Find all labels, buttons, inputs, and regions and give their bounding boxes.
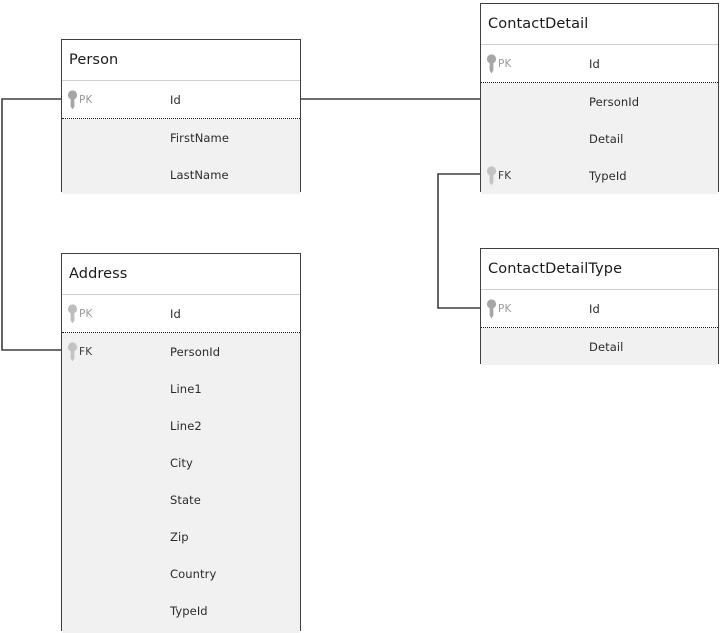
table-person[interactable]: Person PK Id FirstName: [61, 39, 301, 194]
field-row[interactable]: Line1: [62, 370, 300, 407]
key-icon-cell: FK: [62, 341, 109, 362]
field-row[interactable]: FirstName: [62, 119, 300, 156]
key-icon-cell: PK: [62, 89, 109, 110]
fields-section: Detail: [481, 328, 718, 365]
field-name: State: [170, 492, 201, 507]
table-title: Address: [62, 254, 300, 295]
key-icon: [67, 341, 78, 361]
key-icon-cell: PK: [62, 303, 109, 324]
field-name: TypeId: [170, 603, 208, 618]
key-icon-cell: PK: [481, 53, 528, 74]
field-name: Country: [170, 566, 217, 581]
field-name: Line1: [170, 381, 202, 396]
key-icon: [67, 89, 78, 109]
key-icon: [67, 303, 78, 323]
primary-key-section: PK Id: [481, 290, 718, 328]
primary-key-section: PK Id: [481, 45, 718, 83]
field-name: Id: [589, 56, 600, 71]
field-name: City: [170, 455, 193, 470]
field-name: Line2: [170, 418, 202, 433]
field-row[interactable]: FK TypeId: [481, 157, 718, 194]
key-icon-cell: FK: [481, 165, 528, 186]
key-icon: [486, 53, 497, 73]
field-name: PersonId: [170, 344, 221, 359]
field-row[interactable]: State: [62, 481, 300, 518]
key-icon: [486, 298, 497, 318]
relationship-person-to-address[interactable]: [1, 98, 61, 351]
table-address[interactable]: Address PK Id: [61, 253, 301, 633]
field-name: Id: [170, 92, 181, 107]
field-row[interactable]: PersonId: [481, 83, 718, 120]
field-row[interactable]: TypeId: [62, 592, 300, 629]
field-name: Detail: [589, 131, 624, 146]
key-tag: PK: [498, 57, 512, 70]
field-row[interactable]: FK PersonId: [62, 333, 300, 370]
field-row[interactable]: LastName: [62, 156, 300, 193]
fields-section: PersonId Detail FK TypeId: [481, 83, 718, 194]
field-name: Id: [589, 301, 600, 316]
field-row[interactable]: Zip: [62, 518, 300, 555]
field-name: Zip: [170, 529, 189, 544]
table-title: ContactDetail: [481, 4, 718, 45]
field-row[interactable]: Country: [62, 555, 300, 592]
table-title: ContactDetailType: [481, 249, 718, 290]
field-row[interactable]: City: [62, 444, 300, 481]
field-name: Detail: [589, 339, 624, 354]
primary-key-section: PK Id: [62, 295, 300, 333]
key-tag: PK: [498, 302, 512, 315]
field-row[interactable]: PK Id: [62, 81, 300, 118]
fields-section: FirstName LastName: [62, 119, 300, 194]
table-title: Person: [62, 40, 300, 81]
primary-key-section: PK Id: [62, 81, 300, 119]
field-row[interactable]: PK Id: [481, 290, 718, 327]
table-contactdetailtype[interactable]: ContactDetailType PK Id Detail: [480, 248, 719, 365]
field-row[interactable]: PK Id: [481, 45, 718, 82]
field-name: LastName: [170, 167, 229, 182]
key-icon-cell: PK: [481, 298, 528, 319]
field-name: FirstName: [170, 130, 230, 145]
relationship-contactdetail-to-contactdetailtype[interactable]: [437, 173, 480, 309]
field-name: Id: [170, 306, 181, 321]
field-row[interactable]: Detail: [481, 120, 718, 157]
table-contactdetail[interactable]: ContactDetail PK Id PersonId: [480, 3, 719, 194]
field-name: TypeId: [589, 168, 627, 183]
key-tag: PK: [79, 93, 93, 106]
key-tag: PK: [79, 307, 93, 320]
fields-section: FK PersonId Line1 Line2 City State: [62, 333, 300, 633]
key-icon: [486, 165, 497, 185]
key-tag: FK: [498, 169, 512, 182]
field-row[interactable]: PK Id: [62, 295, 300, 332]
field-row[interactable]: Detail: [481, 328, 718, 365]
field-row[interactable]: Line2: [62, 407, 300, 444]
key-tag: FK: [79, 345, 93, 358]
field-name: PersonId: [589, 94, 640, 109]
